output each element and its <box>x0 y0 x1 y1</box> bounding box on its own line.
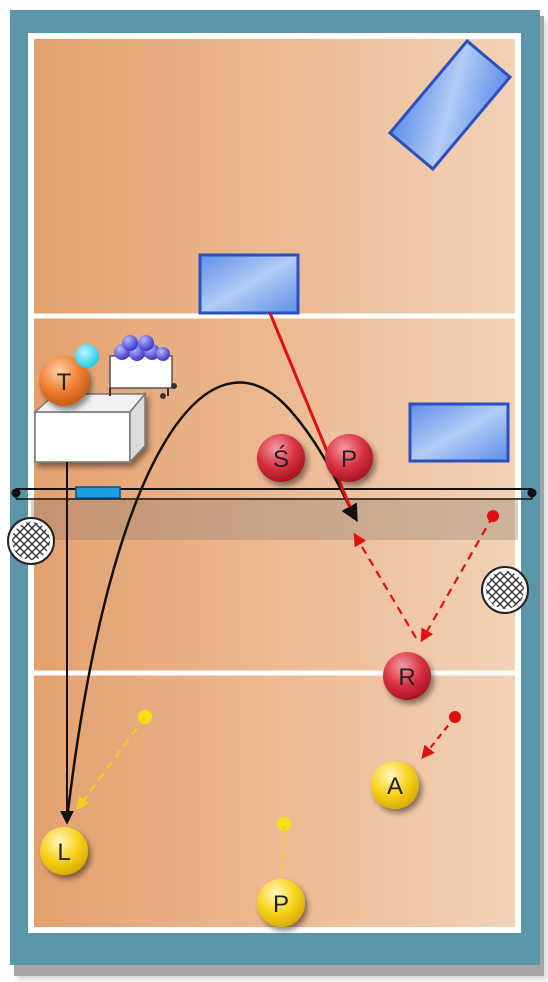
coach-label: T <box>57 369 72 396</box>
coach-box-icon <box>35 394 145 462</box>
red-player-2: P <box>325 434 373 482</box>
net-antenna-icon <box>482 567 528 613</box>
net-antenna-icon <box>8 518 54 564</box>
ball-icon <box>156 347 170 361</box>
yellow-player-1: L <box>40 827 88 875</box>
yellow-player-3: P <box>257 879 305 927</box>
red-player-2-label: P <box>341 446 357 473</box>
target-zone-right <box>410 404 508 461</box>
yellow-player-3-label: P <box>273 891 289 918</box>
net-marker-icon <box>76 487 120 498</box>
red-player-1-label: Ś <box>273 445 289 473</box>
red-player-3: R <box>383 652 431 700</box>
court-surface <box>31 36 518 930</box>
net-shadow <box>31 500 518 540</box>
yellow-player-2: A <box>371 761 419 809</box>
ball-icon <box>75 344 99 368</box>
red-player-3-label: R <box>398 664 415 691</box>
yellow-player-2-label: A <box>387 773 403 800</box>
ball-icon <box>122 335 138 351</box>
target-zone-center <box>200 255 298 313</box>
yellow-player-1-label: L <box>57 839 70 866</box>
ball-icon <box>138 335 154 351</box>
red-player-1: Ś <box>257 434 305 482</box>
